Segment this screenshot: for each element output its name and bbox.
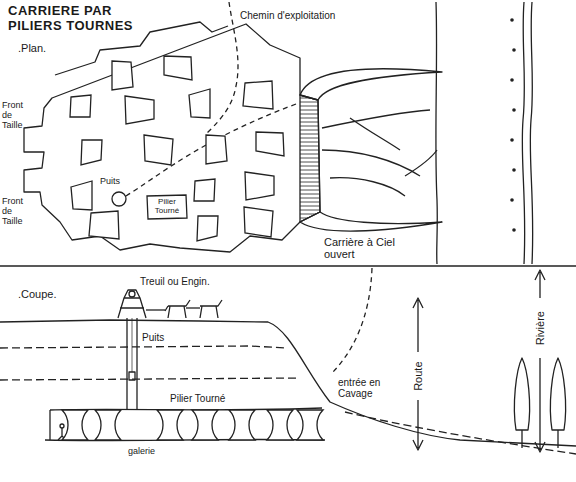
entrance-label: entrée en Cavage (338, 377, 400, 399)
drawing-stroke (530, 2, 533, 264)
quarry-label: Carrière à Ciel ouvert (324, 236, 414, 261)
pillar (112, 61, 133, 90)
view-title: .Coupe. (18, 288, 57, 300)
river-bank-dot (510, 18, 514, 22)
drawing-stroke (200, 300, 222, 318)
pillar-box: Pilier Tourné (146, 194, 188, 220)
drawing-stroke (413, 298, 423, 352)
drawing-stroke (165, 300, 190, 318)
drawing-stroke (550, 358, 565, 448)
drawing-stroke (127, 318, 137, 410)
river-bank-dot (510, 78, 514, 82)
drawing-stroke (514, 358, 529, 448)
pillar (189, 89, 210, 118)
drawing-stroke (112, 192, 126, 206)
pillar (245, 172, 274, 200)
pillar (194, 179, 215, 201)
pillar (144, 135, 173, 165)
drawing-stroke (522, 2, 525, 264)
river-bank-dot (510, 198, 514, 202)
shaft-label: Puits (142, 332, 164, 343)
winch-label: Treuil ou Engin. (140, 276, 210, 287)
drawing-stroke (345, 412, 576, 454)
pillar (256, 132, 284, 156)
pillar (244, 207, 273, 237)
pillar (243, 81, 273, 109)
drawing-stroke (0, 2, 576, 454)
river-bank-dot (510, 138, 514, 142)
drawing-stroke (129, 291, 135, 297)
drawing-stroke (60, 424, 64, 428)
drawing-stroke (300, 95, 320, 222)
drawing-stroke (322, 110, 430, 128)
drawing-stroke (510, 18, 516, 232)
turned-pillar (192, 410, 218, 440)
drawing-stroke (0, 320, 576, 446)
drawing-stroke (436, 2, 437, 264)
drawing-stroke (24, 22, 320, 252)
drawing-stroke (132, 318, 133, 372)
title: CARRIERE PAR PILIERS TOURNES (8, 4, 146, 33)
drawing-stroke (0, 346, 287, 348)
drawing-stroke (146, 309, 165, 310)
pillar (206, 135, 227, 164)
drawing-stroke (118, 290, 146, 318)
pillar (70, 95, 91, 117)
turned-pillar (62, 410, 88, 440)
river-bank-dot (512, 48, 516, 52)
drawing-stroke (186, 307, 200, 308)
drawing-stroke (405, 150, 437, 176)
turned-pillar (267, 410, 293, 440)
turned-pillar (95, 410, 121, 440)
river-bank-dot (512, 228, 516, 232)
drawing-stroke (330, 178, 405, 196)
view-title: .Plan. (18, 42, 46, 54)
pillar (81, 140, 102, 165)
pillar (197, 216, 218, 241)
river-bank-dot (512, 108, 516, 112)
turned-pillar (297, 410, 323, 440)
pillar (71, 181, 92, 210)
drawing-stroke (300, 69, 442, 100)
turned-pillar (157, 410, 183, 440)
pillar (164, 56, 192, 80)
drawing-stroke (535, 270, 545, 298)
drawing-stroke (333, 268, 372, 372)
drawing-stroke (300, 212, 442, 231)
drawing-stroke (350, 118, 400, 150)
river-label: Rivière (534, 309, 546, 347)
face-label: Front de Taille (2, 100, 24, 130)
road-label: Route (412, 359, 424, 392)
face-label: Front de Taille (2, 196, 24, 226)
pillar (147, 195, 187, 219)
shaft-label: Puits (100, 176, 120, 186)
pillar (89, 211, 119, 239)
drawing-stroke (49, 410, 50, 440)
pillar (125, 96, 154, 124)
drawing-stroke (62, 56, 323, 440)
path-label: Chemin d'exploitation (240, 10, 335, 21)
drawing-stroke (0, 265, 576, 267)
drawing-stroke (129, 372, 135, 380)
pillar-label: Pilier Tourné (170, 393, 225, 404)
river-bank-dot (512, 168, 516, 172)
gallery-label: galerie (128, 446, 155, 456)
drawing-stroke (413, 400, 423, 450)
pillar-label: Pilier Tourné (150, 198, 184, 216)
drawing-stroke (322, 150, 420, 176)
drawing-stroke (0, 378, 300, 380)
turned-pillar (229, 410, 255, 440)
drawing-stroke (535, 358, 545, 452)
